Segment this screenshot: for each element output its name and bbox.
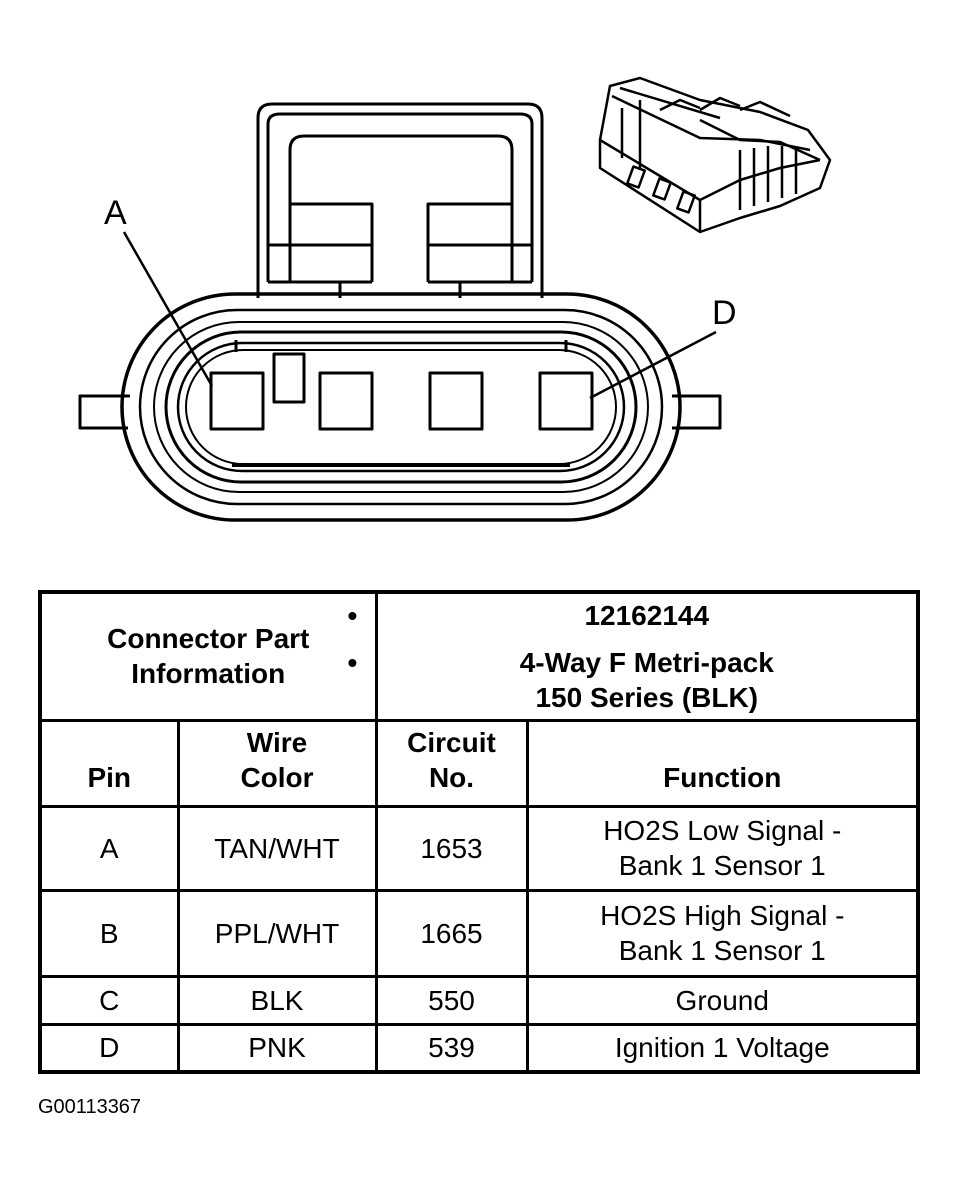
part-info-row: Connector Part Information 12162144 4-Wa… bbox=[38, 590, 920, 722]
pin-cell: C bbox=[38, 974, 180, 1026]
circuit-cell: 539 bbox=[374, 1022, 529, 1074]
function-cell: Ground bbox=[525, 974, 920, 1026]
wire-color-cell: PNK bbox=[176, 1022, 378, 1074]
leader-line-a bbox=[122, 231, 214, 387]
figure-id: G00113367 bbox=[38, 1096, 142, 1118]
table-row: A TAN/WHT 1653 HO2S Low Signal - Bank 1 … bbox=[38, 804, 920, 892]
key-slot bbox=[272, 352, 306, 404]
lock-tab bbox=[256, 102, 544, 298]
connector-isometric-view bbox=[598, 76, 832, 234]
part-info-details: 12162144 4-Way F Metri-pack 150 Series (… bbox=[348, 590, 920, 722]
pin-cell: D bbox=[38, 1022, 180, 1074]
connector-series-cont: 150 Series (BLK) bbox=[535, 681, 759, 713]
function-cell: HO2S High Signal - Bank 1 Sensor 1 bbox=[525, 888, 920, 978]
part-info-label: Connector Part Information bbox=[38, 590, 378, 722]
terminal-cavities bbox=[209, 352, 594, 431]
function-cell: HO2S Low Signal - Bank 1 Sensor 1 bbox=[525, 804, 920, 892]
pin-d-callout: D bbox=[712, 294, 737, 332]
pin-cell: B bbox=[38, 888, 180, 978]
pin-cell: A bbox=[38, 804, 180, 892]
circuit-cell: 1665 bbox=[374, 888, 529, 978]
cavity-d bbox=[538, 371, 594, 431]
circuit-cell: 550 bbox=[374, 974, 529, 1026]
connector-series: 4-Way F Metri-pack bbox=[348, 645, 917, 680]
circuit-cell: 1653 bbox=[374, 804, 529, 892]
pin-a-callout: A bbox=[104, 194, 127, 232]
wire-color-cell: TAN/WHT bbox=[176, 804, 378, 892]
function-cell: Ignition 1 Voltage bbox=[525, 1022, 920, 1074]
cavity-b bbox=[318, 371, 374, 431]
wire-color-cell: BLK bbox=[176, 974, 378, 1026]
side-ears bbox=[78, 394, 722, 430]
connector-diagram bbox=[78, 76, 832, 522]
header-function: Function bbox=[525, 718, 920, 808]
header-row: Pin Wire Color Circuit No. Function bbox=[38, 718, 920, 808]
header-circuit-no: Circuit No. bbox=[374, 718, 529, 808]
cavity-c bbox=[428, 371, 484, 431]
header-pin: Pin bbox=[38, 718, 180, 808]
table-row: B PPL/WHT 1665 HO2S High Signal - Bank 1… bbox=[38, 888, 920, 978]
wire-color-cell: PPL/WHT bbox=[176, 888, 378, 978]
leader-line-d bbox=[589, 330, 717, 400]
header-wire-color: Wire Color bbox=[176, 718, 378, 808]
connector-pinout-table: Connector Part Information 12162144 4-Wa… bbox=[38, 590, 921, 1074]
connector-body bbox=[120, 292, 682, 522]
part-number: 12162144 bbox=[348, 598, 917, 633]
table-row: D PNK 539 Ignition 1 Voltage bbox=[38, 1022, 920, 1074]
table-row: C BLK 550 Ground bbox=[38, 974, 920, 1026]
cavity-a bbox=[209, 371, 265, 431]
